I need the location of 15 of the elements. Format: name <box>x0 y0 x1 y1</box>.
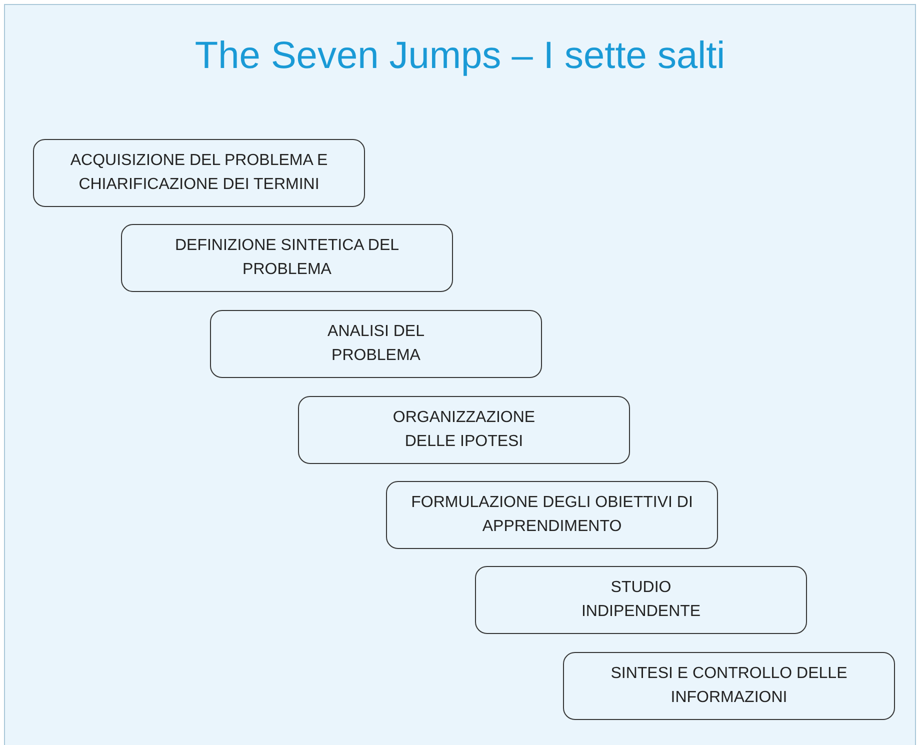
title: The Seven Jumps – I sette salti <box>194 35 726 78</box>
step-label: ACQUISIZIONE DEL PROBLEMA E CHIARIFICAZIONE DEI TERMINI <box>69 151 329 195</box>
step-label: FORMULAZIONE DEGLI OBIETTIVI DI APPRENDIMENTO <box>410 493 694 537</box>
step-label: STUDIO INDIPENDENTE <box>580 578 702 622</box>
step-box <box>386 481 718 549</box>
step-box <box>563 652 895 720</box>
step-box <box>475 566 807 634</box>
step-label: ANALISI DEL PROBLEMA <box>326 322 426 366</box>
step-box <box>210 310 542 378</box>
step-box <box>121 224 453 292</box>
step-box <box>33 139 365 207</box>
step-label: SINTESI E CONTROLLO DELLE INFORMAZIONI <box>610 664 848 708</box>
step-box <box>298 396 630 464</box>
step-label: ORGANIZZAZIONE DELLE IPOTESI <box>392 408 536 452</box>
step-label: DEFINIZIONE SINTETICA DEL PROBLEMA <box>174 236 400 280</box>
